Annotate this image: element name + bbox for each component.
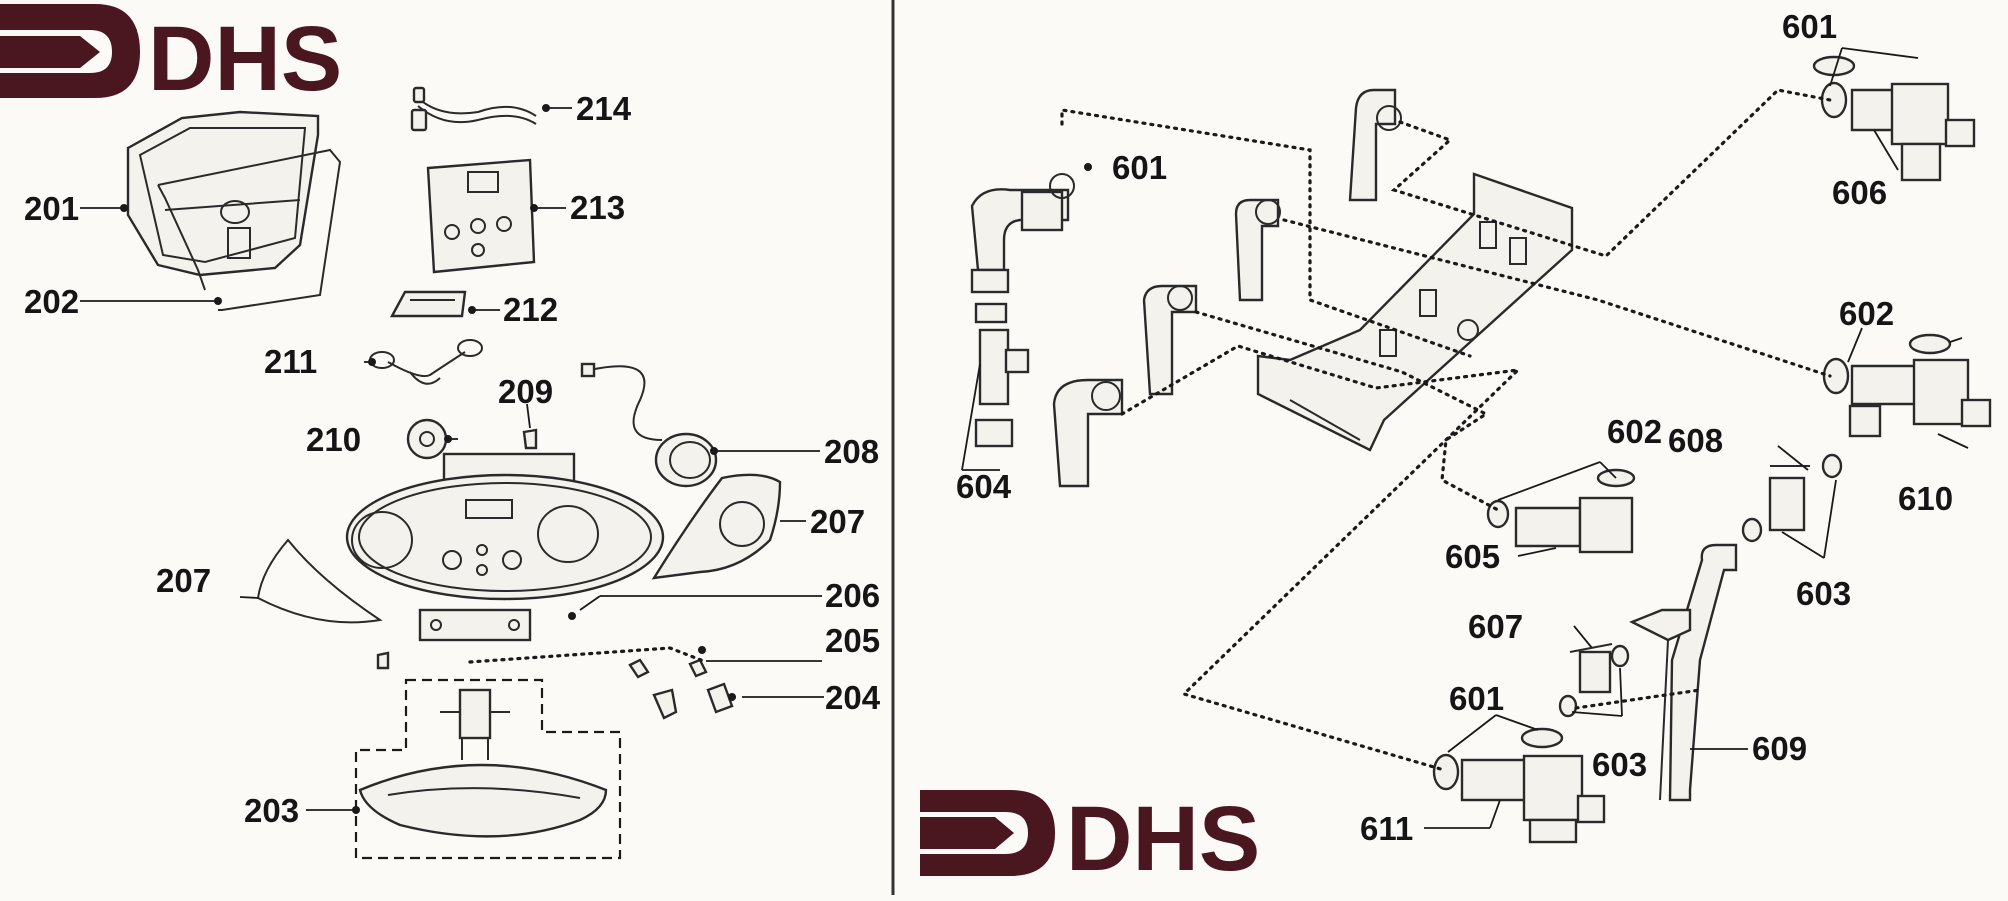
part-208-gauge bbox=[580, 362, 718, 488]
callout-208: 208 bbox=[824, 433, 879, 470]
part-608-valve bbox=[1741, 453, 1843, 543]
callout-607: 607 bbox=[1468, 608, 1523, 645]
pipe-middle-b bbox=[1142, 284, 1198, 396]
dhs-logo-text-right: DHS bbox=[1066, 788, 1260, 890]
callout-606: 606 bbox=[1832, 174, 1887, 211]
callout-210: 210 bbox=[306, 421, 361, 458]
callout-603-upper: 603 bbox=[1796, 575, 1851, 612]
pipe-lower-elbow bbox=[1052, 378, 1124, 488]
callout-602-upper: 602 bbox=[1839, 295, 1894, 332]
callout-604: 604 bbox=[956, 468, 1012, 505]
part-213-circuit-board bbox=[426, 158, 536, 274]
callout-labels: 201 202 203 204 205 206 207 207 208 209 … bbox=[24, 8, 1953, 847]
part-204-fasteners bbox=[652, 682, 734, 720]
callout-601-middle: 601 bbox=[1112, 149, 1167, 186]
part-611-valve-bottom bbox=[1432, 727, 1606, 844]
callout-201: 201 bbox=[24, 190, 79, 227]
callout-209: 209 bbox=[498, 373, 553, 410]
part-610-valve-middle bbox=[1822, 333, 1992, 438]
callout-609: 609 bbox=[1752, 730, 1807, 767]
callout-603-lower: 603 bbox=[1592, 746, 1647, 783]
callout-605: 605 bbox=[1445, 538, 1500, 575]
callout-212: 212 bbox=[503, 291, 558, 328]
dhs-logo-text-left: DHS bbox=[148, 8, 342, 110]
dhs-logo-left: DHS bbox=[0, 4, 342, 110]
dotted-connector-left bbox=[468, 646, 708, 664]
part-203-enclosure-outline bbox=[354, 678, 622, 860]
callout-207-left: 207 bbox=[156, 562, 211, 599]
callout-206: 206 bbox=[825, 577, 880, 614]
part-209-clip bbox=[522, 428, 538, 450]
callout-608: 608 bbox=[1668, 422, 1723, 459]
callout-205: 205 bbox=[825, 622, 880, 659]
part-605-elbow-fitting bbox=[1486, 468, 1636, 554]
part-210-knob bbox=[406, 418, 448, 460]
callout-610: 610 bbox=[1898, 480, 1953, 517]
dhs-arrow-icon bbox=[0, 4, 140, 98]
callout-204: 204 bbox=[825, 679, 881, 716]
pipe-left-601 bbox=[970, 173, 1075, 324]
pipe-middle-a bbox=[1234, 198, 1281, 302]
part-202-frame bbox=[157, 148, 342, 311]
part-609-flexible-hose bbox=[1629, 543, 1738, 802]
part-607-valve bbox=[1558, 643, 1630, 718]
callout-202: 202 bbox=[24, 283, 79, 320]
part-207-side-trim-right bbox=[651, 473, 782, 580]
callout-203: 203 bbox=[244, 792, 299, 829]
callout-601-top: 601 bbox=[1782, 8, 1837, 45]
mounting-bracket bbox=[1256, 172, 1574, 452]
part-206-control-panel bbox=[345, 452, 665, 642]
leader-lines bbox=[80, 47, 1969, 829]
part-214-cable bbox=[410, 86, 537, 132]
part-211-spring bbox=[369, 339, 483, 385]
part-212-bracket bbox=[389, 290, 467, 318]
callout-214: 214 bbox=[576, 90, 632, 127]
part-205-clip bbox=[376, 651, 708, 679]
dotted-connectors-right bbox=[1060, 88, 1832, 772]
dhs-logo-right: DHS bbox=[920, 788, 1260, 890]
part-203-base-tray bbox=[358, 763, 608, 838]
callout-207-right: 207 bbox=[810, 503, 865, 540]
part-201-cover bbox=[126, 110, 320, 277]
callout-211: 211 bbox=[264, 343, 317, 380]
callout-611: 611 bbox=[1360, 810, 1413, 847]
elbow-pipe-top bbox=[1348, 88, 1402, 202]
part-207-side-trim-left bbox=[256, 538, 383, 624]
callout-213: 213 bbox=[570, 189, 625, 226]
callout-602-lower: 602 bbox=[1607, 413, 1662, 450]
dhs-arrow-icon bbox=[920, 790, 1055, 876]
part-604-tee-fitting bbox=[974, 328, 1030, 448]
callout-601-bottom: 601 bbox=[1449, 680, 1504, 717]
part-606-valve-top bbox=[1812, 55, 1976, 182]
part-203-pump-assembly bbox=[440, 688, 510, 760]
